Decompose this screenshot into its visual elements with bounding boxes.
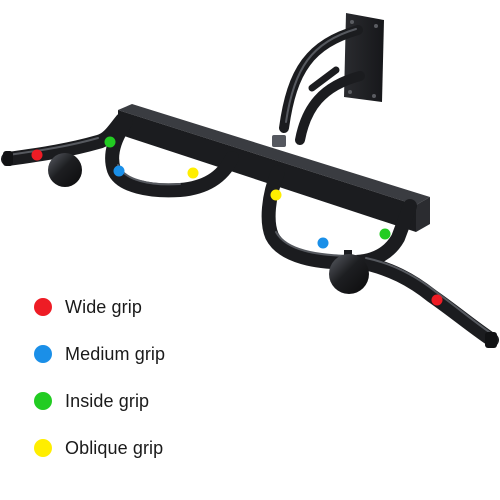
main-crossbar: [118, 104, 430, 232]
wall-mount-plate: [344, 13, 384, 102]
medium-grip-marker: [317, 237, 329, 249]
legend-item-medium-grip: Medium grip: [34, 339, 274, 369]
wide-grip-marker: [431, 294, 443, 306]
legend-item-oblique-grip: Oblique grip: [34, 433, 274, 463]
legend-label: Wide grip: [65, 296, 142, 317]
red-dot-icon: [34, 298, 52, 316]
grip-markers: [31, 136, 443, 306]
inside-grip-marker: [379, 228, 391, 240]
legend-item-inside-grip: Inside grip: [34, 386, 274, 416]
legend-label: Medium grip: [65, 343, 166, 364]
wide-grip-marker: [31, 149, 43, 161]
oblique-grip-marker: [187, 167, 199, 179]
legend-label: Inside grip: [65, 390, 150, 411]
grip-legend: Wide grip Medium grip Inside grip Obliqu…: [34, 292, 274, 480]
legend-item-wide-grip: Wide grip: [34, 292, 274, 322]
yellow-dot-icon: [34, 439, 52, 457]
legend-label: Oblique grip: [65, 437, 164, 458]
oblique-grip-marker: [270, 189, 282, 201]
medium-grip-marker: [113, 165, 125, 177]
green-dot-icon: [34, 392, 52, 410]
blue-dot-icon: [34, 345, 52, 363]
mount-arms: [279, 25, 365, 145]
inside-grip-marker: [104, 136, 116, 148]
grip-balls: [48, 148, 369, 294]
